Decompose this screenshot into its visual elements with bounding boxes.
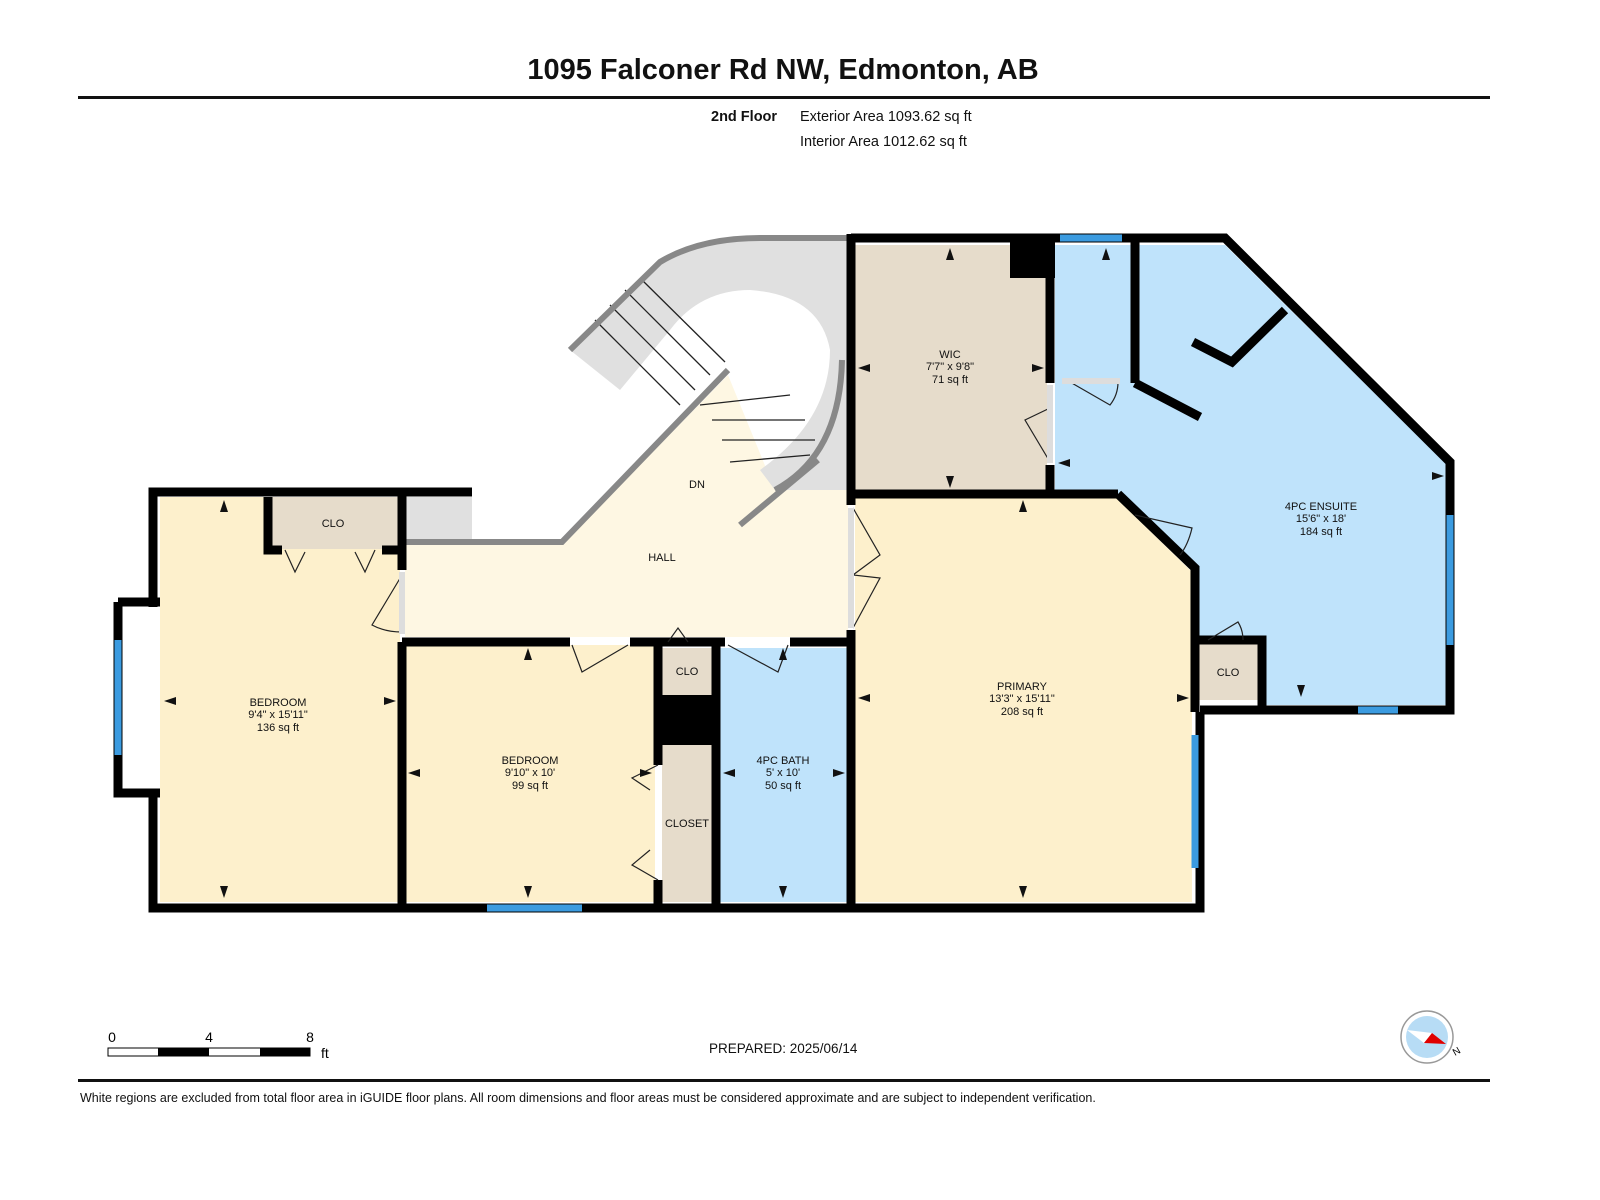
bath-area: 50 sq ft [765, 780, 801, 792]
floor-name: 2nd Floor [711, 109, 778, 125]
room-ensuite [1055, 245, 1447, 705]
wic-area: 71 sq ft [932, 374, 968, 386]
room-clo-hall [662, 648, 712, 695]
bath-name: 4PC BATH [757, 755, 810, 767]
clo-ensuite-label: CLO [1217, 667, 1240, 679]
bath-dims: 5' x 10' [766, 767, 800, 779]
door-thresholds [399, 378, 1120, 634]
header-divider [78, 96, 1490, 99]
exterior-area: Exterior Area 1093.62 sq ft [800, 109, 972, 125]
bedroom2-area: 99 sq ft [512, 780, 548, 792]
scale-tick-8: 8 [306, 1029, 314, 1045]
ensuite-dims: 15'6" x 18' [1296, 513, 1346, 525]
room-bedroom-1 [160, 497, 400, 902]
footer-divider [78, 1079, 1490, 1082]
stair-rails [405, 235, 848, 545]
compass-north-label: N [1451, 1045, 1463, 1058]
windows [114, 234, 1454, 912]
room-primary [855, 497, 1192, 902]
scale-unit: ft [321, 1045, 329, 1061]
clo-bedroom-label: CLO [322, 518, 345, 530]
bedroom1-dims: 9'4" x 15'11" [248, 709, 308, 721]
bay-window-area [118, 607, 160, 789]
scale-tick-0: 0 [108, 1029, 116, 1045]
stairs-label: DN [689, 479, 705, 491]
stairs [570, 238, 848, 490]
primary-name: PRIMARY [997, 681, 1048, 693]
prepared-date: PREPARED: 2025/06/14 [709, 1041, 858, 1056]
bedroom2-name: BEDROOM [502, 755, 559, 767]
room-closet [662, 745, 712, 902]
page-title: 1095 Falconer Rd NW, Edmonton, AB [527, 54, 1039, 86]
wic-dims: 7'7" x 9'8" [926, 361, 974, 373]
dimension-arrows [164, 248, 1444, 898]
scale-tick-4: 4 [205, 1029, 213, 1045]
bedroom1-area: 136 sq ft [257, 722, 299, 734]
ledge [405, 497, 472, 542]
closet-label: CLOSET [665, 818, 709, 830]
footnote: White regions are excluded from total fl… [80, 1091, 1096, 1105]
scale-bar [107, 1047, 311, 1057]
room-bedroom-2 [405, 645, 655, 902]
bedroom2-dims: 9'10" x 10' [505, 767, 555, 779]
wall-block [655, 695, 718, 745]
ensuite-area: 184 sq ft [1300, 526, 1342, 538]
clo-hall-label: CLO [676, 666, 699, 678]
room-wic [855, 245, 1047, 492]
room-bath [720, 648, 848, 902]
primary-dims: 13'3" x 15'11" [989, 693, 1055, 705]
ensuite-name: 4PC ENSUITE [1285, 501, 1357, 513]
wic-name: WIC [939, 349, 960, 361]
room-clo-ensuite [1198, 643, 1258, 700]
compass-icon [1400, 1010, 1454, 1064]
hall-name: HALL [648, 552, 676, 564]
room-clo-bedroom [268, 497, 398, 549]
wall-block-wic [1010, 240, 1055, 278]
primary-area: 208 sq ft [1001, 706, 1043, 718]
stair-treads [594, 277, 815, 463]
interior-area: Interior Area 1012.62 sq ft [800, 134, 967, 150]
bedroom1-name: BEDROOM [250, 697, 307, 709]
